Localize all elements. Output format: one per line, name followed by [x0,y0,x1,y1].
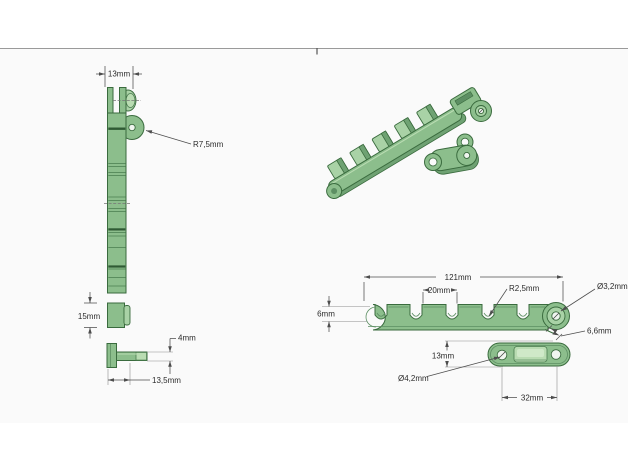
rail-bar [107,112,127,294]
iso-clevis [449,87,482,115]
sheet-background [0,48,628,423]
iso-view [326,87,492,200]
bar-band [108,127,126,130]
dim-overall-length-label: 121mm [445,273,472,282]
dim-boss-hole-label: Ø3,2mm [597,282,628,291]
pin-stem-tip [135,351,148,361]
dim-fork-width: 13mm [96,66,142,89]
rail-outline [372,304,549,331]
top-view: 121mm 20mm R2,5mm Ø3,2mm [317,273,628,341]
dim-slot-pitch-label: 20mm [428,286,451,295]
dim-tab-radius-label: R7,5mm [193,140,224,149]
dim-edge-width: 6,6mm [545,325,612,341]
dim-slot-radius: R2,5mm [488,284,540,317]
dim-rail-width-label: 6mm [317,310,335,319]
dim-plate-hole-label: Ø4,2mm [398,374,429,383]
dim-hole-spacing-label: 32mm [521,394,544,403]
cylinder-body [107,302,125,328]
side-view: 13mm R7,5mm [96,66,224,294]
dim-rail-width: 6mm [317,296,370,332]
dim-overall-length: 121mm [363,273,564,302]
cylinder-cap [123,305,131,326]
dim-plate-offset-label: 13mm [432,352,455,361]
dim-slot-radius-label: R2,5mm [509,284,540,293]
dim-cylinder-height-label: 15mm [78,312,101,321]
ear-hole [128,123,136,132]
dim-tab-radius: R7,5mm [145,130,224,149]
dim-plate-offset: 13mm [432,340,553,368]
dim-cylinder-height: 15mm [78,292,101,339]
plate-hole-right [550,349,562,360]
dim-slot-pitch: 20mm [422,286,458,304]
iso-teeth [327,103,439,179]
bar-band [108,228,126,231]
dim-edge-width-label: 6,6mm [587,327,612,336]
dim-stem-thickness: 4mm [147,334,196,374]
pin-head [106,343,117,368]
fork-prong-left [107,87,114,114]
dim-head-length-label: 13,5mm [152,376,181,385]
dim-fork-width-label: 13mm [108,70,131,79]
slot-shadows [376,306,545,317]
cylinder-view: 15mm [78,292,131,339]
dim-plate-hole: Ø4,2mm [398,356,501,383]
plate-view: 13mm Ø4,2mm 32mm [398,340,571,403]
pin-view: 4mm 13,5mm [106,334,196,385]
bar-band [108,265,126,268]
bar-segment-lines [108,163,126,287]
dim-stem-thickness-label: 4mm [178,334,196,343]
dim-boss-hole: Ø3,2mm [560,282,628,312]
dim-head-length: 13,5mm [107,363,181,385]
dim-hole-spacing: 32mm [501,366,558,403]
